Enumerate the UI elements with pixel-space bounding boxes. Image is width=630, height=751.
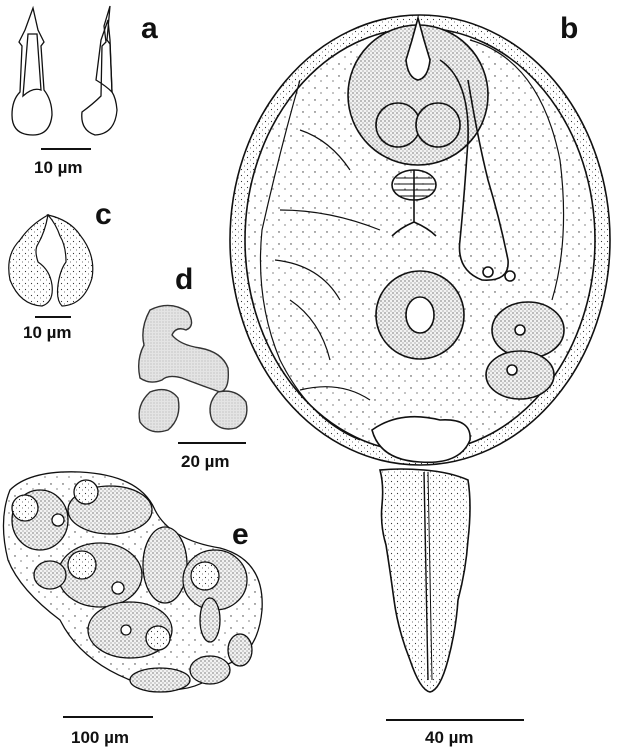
scale-bar-d (178, 442, 246, 444)
scale-bar-a (41, 148, 91, 150)
panel-label-c: c (95, 198, 112, 231)
panel-d-granular-mass (137, 304, 248, 433)
panel-e-cell-cluster (2, 471, 263, 693)
panel-label-e: e (232, 518, 249, 551)
scale-bar-e (63, 716, 153, 718)
scale-label-d: 20 µm (181, 452, 230, 471)
scale-bar-b (386, 719, 524, 721)
scale-label-c: 10 µm (23, 323, 72, 342)
panel-a-hooks (11, 5, 118, 136)
scale-label-b: 40 µm (425, 728, 474, 747)
scale-bar-c (35, 316, 71, 318)
scale-label-a: 10 µm (34, 158, 83, 177)
scale-label-e: 100 µm (71, 728, 129, 747)
panel-label-a: a (141, 12, 158, 45)
panel-label-b: b (560, 12, 579, 45)
panel-c-bilobed (8, 213, 94, 307)
panel-b-organism (229, 14, 611, 693)
panel-label-d: d (175, 263, 194, 296)
